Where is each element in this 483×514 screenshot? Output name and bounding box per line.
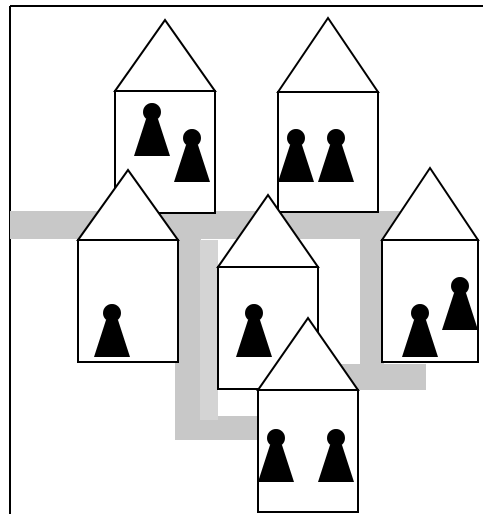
house-roof bbox=[278, 18, 378, 92]
road-vertical-inner bbox=[200, 240, 218, 420]
house-roof bbox=[115, 20, 215, 91]
house-roof bbox=[382, 168, 478, 240]
house-2 bbox=[278, 18, 378, 212]
house-wall bbox=[78, 240, 178, 362]
house-5 bbox=[382, 168, 478, 362]
road-horizontal-bottom bbox=[175, 416, 265, 440]
